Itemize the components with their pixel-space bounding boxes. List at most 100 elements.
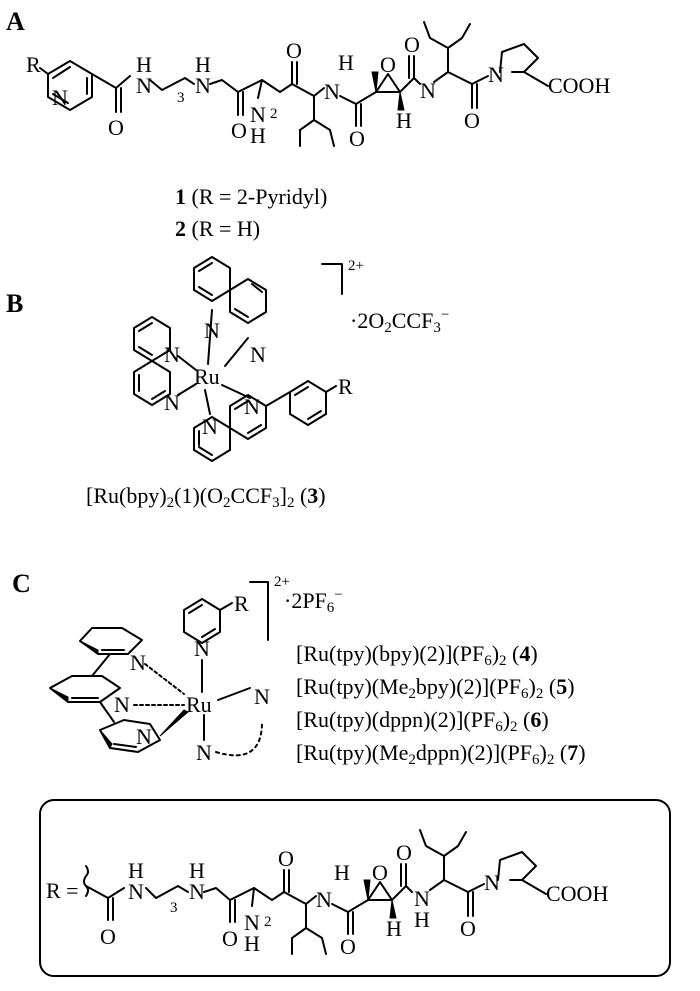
ru-n-bond-tpy-1 bbox=[144, 663, 185, 695]
box-amide-n-5: N bbox=[414, 886, 430, 911]
glycine-count-2: 2 bbox=[270, 106, 278, 122]
box-amide-h-3: H bbox=[244, 931, 260, 956]
bpy-left bbox=[133, 316, 171, 406]
ru-n-bond-top-2 bbox=[224, 337, 249, 367]
box-amide-n-1: N bbox=[128, 879, 144, 904]
peptide-backbone-box bbox=[85, 829, 547, 955]
box-amide-h-5: H bbox=[414, 907, 430, 932]
bpy-bottom bbox=[193, 380, 327, 462]
epoxide-h-2: H bbox=[396, 108, 412, 133]
epoxide-wedge-2 bbox=[397, 91, 405, 111]
ru-n-bond-left-2 bbox=[177, 383, 197, 396]
ru-n-bond-bottom bbox=[204, 389, 211, 415]
compound-1-label: 1 (R = 2-Pyridyl) bbox=[175, 184, 327, 209]
n-tpy-1: N bbox=[130, 650, 146, 675]
ru-n-bond-left-1 bbox=[177, 355, 197, 371]
pyridine-n: N bbox=[52, 85, 68, 110]
n-left-2: N bbox=[164, 390, 180, 415]
charge-c: 2+ bbox=[274, 574, 290, 590]
carbonyl-o-1: O bbox=[108, 115, 124, 140]
ru-n-bond-top bbox=[207, 309, 213, 365]
amide-n-3: N bbox=[250, 102, 266, 127]
pyridine-ring bbox=[39, 60, 93, 111]
amide-n-5: N bbox=[420, 78, 436, 103]
complex-4-label: [Ru(tpy)(bpy)(2)](PF6)2 (4) bbox=[296, 641, 538, 669]
box-proline-n: N bbox=[484, 870, 500, 895]
attachment-wavy-line bbox=[83, 865, 89, 897]
n-left-1: N bbox=[164, 342, 180, 367]
panel-label-b: B bbox=[6, 289, 23, 318]
complex-6-label: [Ru(tpy)(dppn)(2)](PF6)2 (6) bbox=[296, 707, 549, 735]
n-tpy-2: N bbox=[114, 692, 130, 717]
r-group-c: R bbox=[234, 591, 249, 616]
amide-h-2: H bbox=[195, 52, 211, 77]
panel-c: C R Ru N bbox=[12, 569, 290, 765]
box-carbonyl-o-6: O bbox=[460, 916, 476, 941]
amide-h-1: H bbox=[136, 52, 152, 77]
n-bidentate-1: N bbox=[254, 684, 270, 709]
panel-label-a: A bbox=[6, 7, 25, 36]
box-epoxide-h-1: H bbox=[334, 860, 350, 885]
epoxide-o: O bbox=[380, 52, 396, 77]
carbonyl-o-2: O bbox=[231, 118, 247, 143]
peptide-backbone-a bbox=[91, 21, 549, 147]
charge-bracket-c bbox=[249, 581, 269, 641]
panel-b: B bbox=[6, 256, 364, 462]
compound-2-label: 2 (R = H) bbox=[175, 216, 260, 241]
complex-5-label: [Ru(tpy)(Me2bpy)(2)](PF6)2 (5) bbox=[296, 674, 575, 702]
n-top-2: N bbox=[250, 342, 266, 367]
r-definition-box: R = bbox=[39, 799, 671, 977]
charge-b: 2+ bbox=[348, 258, 364, 274]
epoxide-h-1: H bbox=[338, 50, 354, 75]
panel-label-c: C bbox=[12, 569, 31, 598]
carboxylic-acid: COOH bbox=[548, 73, 610, 98]
carbonyl-o-4: O bbox=[349, 126, 365, 151]
amide-n-1: N bbox=[136, 73, 152, 98]
ru-n-wedge-tpy-3 bbox=[159, 709, 189, 737]
box-carboxylic-acid: COOH bbox=[546, 881, 608, 906]
box-epoxide-wedge-1 bbox=[363, 879, 371, 901]
carbonyl-o-3: O bbox=[286, 38, 302, 63]
box-carbonyl-o-5: O bbox=[396, 840, 412, 865]
box-epoxide-wedge-2 bbox=[389, 899, 397, 919]
complex-7-label: [Ru(tpy)(Me2dppn)(2)](PF6)2 (7) bbox=[296, 740, 586, 768]
n-bottom-2: N bbox=[244, 394, 260, 419]
r-equals-label: R = bbox=[46, 878, 79, 903]
n-top-1: N bbox=[204, 318, 220, 343]
amide-h-3: H bbox=[250, 123, 266, 148]
proline-n: N bbox=[488, 62, 504, 87]
panel-a: A R N bbox=[6, 7, 610, 241]
epoxide-wedge-1 bbox=[371, 71, 379, 93]
box-epoxide-o: O bbox=[372, 860, 388, 885]
n-bottom-1: N bbox=[202, 414, 218, 439]
r-bond-b bbox=[325, 385, 337, 393]
box-carbonyl-o-3: O bbox=[278, 846, 294, 871]
box-amide-h-1: H bbox=[128, 858, 144, 883]
amide-n-4: N bbox=[324, 79, 340, 104]
box-glycine-count-2: 2 bbox=[264, 914, 272, 930]
box-carbonyl-o-1: O bbox=[100, 924, 116, 949]
r-group-label: R bbox=[26, 52, 41, 77]
box-epoxide-h-2: H bbox=[386, 916, 402, 941]
box-methylene-count-3: 3 bbox=[170, 900, 178, 916]
counterion-b: ·2O2CCF3− bbox=[350, 307, 450, 336]
bpy-top bbox=[193, 256, 267, 324]
box-carbonyl-o-4: O bbox=[340, 934, 356, 959]
box-amide-n-2: N bbox=[189, 879, 205, 904]
charge-bracket-b bbox=[321, 263, 343, 295]
tpy-ligand bbox=[49, 627, 161, 753]
r-group-b: R bbox=[338, 374, 353, 399]
pyridine-axial bbox=[183, 598, 233, 644]
ru-n-bond-bidentate-1 bbox=[217, 687, 251, 701]
box-carbonyl-o-2: O bbox=[222, 926, 238, 951]
carbonyl-o-6: O bbox=[464, 108, 480, 133]
box-frame bbox=[39, 799, 671, 977]
box-amide-h-2: H bbox=[189, 858, 205, 883]
carbonyl-o-5: O bbox=[404, 32, 420, 57]
n-axial: N bbox=[194, 636, 210, 661]
ruthenium-center-c: Ru bbox=[186, 692, 212, 717]
n-bidentate-2: N bbox=[196, 740, 212, 765]
ruthenium-center-b: Ru bbox=[194, 364, 220, 389]
box-amide-n-3: N bbox=[244, 910, 260, 935]
